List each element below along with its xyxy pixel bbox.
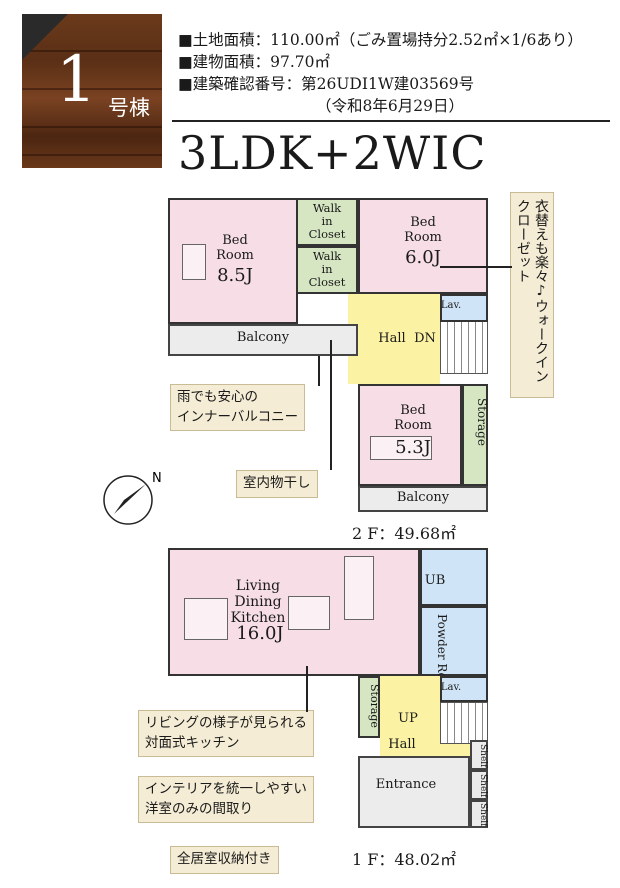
bedroom-6-0 bbox=[358, 198, 488, 294]
inner-balcony-callout: 雨でも安心の インナーバルコニー bbox=[170, 384, 306, 432]
bedroom-5-3 bbox=[358, 384, 462, 486]
powder-room bbox=[420, 606, 488, 676]
balcony-inner-label: Balcony bbox=[236, 330, 290, 345]
entrance bbox=[358, 756, 470, 828]
land-area: ■土地面積：110.00㎡（ごみ置場持分2.52㎡×1/6あり） bbox=[178, 31, 583, 49]
lavatory-2f-label: Lav. bbox=[440, 300, 462, 311]
storage-2f bbox=[462, 384, 488, 486]
bedroom-6-0-size: 6.0J bbox=[405, 247, 441, 268]
sofa bbox=[184, 598, 228, 640]
balcony-south-label: Balcony bbox=[396, 490, 450, 505]
shelf-2-label: Shelf bbox=[478, 774, 488, 798]
shelf-1-label: Shelf bbox=[478, 744, 488, 768]
interior-callout: インテリアを統一しやすい 洋室のみの間取り bbox=[138, 776, 314, 824]
compass: N bbox=[103, 471, 162, 525]
divider bbox=[172, 120, 610, 122]
wardrobe-leader bbox=[440, 266, 512, 268]
ldk-label: Living Dining Kitchen bbox=[230, 578, 286, 627]
storage-2f-label: Storage bbox=[475, 398, 489, 446]
indoor-drying-leader bbox=[330, 340, 332, 470]
inner-balcony-leader bbox=[318, 356, 320, 386]
lavatory-1f-label: Lav. bbox=[440, 682, 462, 693]
hall-1f-label: Hall bbox=[388, 737, 416, 752]
hall-2f bbox=[348, 294, 440, 384]
bed-furniture-2 bbox=[370, 436, 432, 460]
building-unit: 号棟 bbox=[108, 96, 150, 120]
dining-table bbox=[288, 596, 330, 630]
storage-1f bbox=[358, 676, 380, 738]
badge-corner bbox=[22, 14, 68, 60]
walk-in-closet-1 bbox=[296, 198, 358, 246]
balcony-south bbox=[358, 486, 488, 512]
floor-1-caption: 1 F：48.02㎡ bbox=[352, 850, 457, 869]
entrance-label: Entrance bbox=[375, 777, 437, 792]
balcony-inner bbox=[168, 324, 358, 356]
stairs-down-label: DN bbox=[414, 331, 436, 346]
building-number: 1 bbox=[56, 43, 97, 117]
shelf-1 bbox=[470, 740, 488, 770]
storage-1f-label: Storage bbox=[368, 684, 381, 728]
shelf-2 bbox=[470, 770, 488, 800]
walk-in-closet-2 bbox=[296, 246, 358, 294]
kitchen-counter bbox=[344, 556, 374, 620]
shelf-3-label: Shelf bbox=[478, 803, 488, 827]
building-area: ■建物面積：97.70㎡ bbox=[178, 53, 331, 71]
lavatory-2f bbox=[440, 294, 488, 322]
walk-in-closet-1-label: Walk in Closet bbox=[308, 201, 346, 242]
layout-title: 3LDK+2WIC bbox=[178, 126, 487, 180]
bedroom-8-5-size: 8.5J bbox=[217, 265, 253, 286]
bedroom-8-5-label: Bed Room bbox=[216, 233, 254, 263]
stairs-2f bbox=[440, 320, 488, 374]
storage-callout: 全居室収納付き bbox=[170, 846, 279, 874]
ldk-size: 16.0J bbox=[236, 623, 284, 644]
stairs-up-label: UP bbox=[398, 711, 418, 726]
permit-date: （令和8年6月29日） bbox=[316, 97, 464, 115]
kitchen-leader bbox=[306, 666, 308, 712]
unit-bath bbox=[420, 548, 488, 606]
bedroom-6-0-label: Bed Room bbox=[404, 215, 442, 245]
wardrobe-callout: 衣替えも楽々♪ウォークインクローゼット bbox=[510, 192, 554, 398]
stairs-1f bbox=[440, 702, 488, 744]
compass-north-label: N bbox=[152, 471, 162, 486]
permit-number: ■建築確認番号：第26UDI1W建03569号 bbox=[178, 75, 475, 93]
unit-bath-label: UB bbox=[424, 573, 446, 588]
walk-in-closet-2-label: Walk in Closet bbox=[308, 249, 346, 290]
compass-ring bbox=[103, 475, 153, 525]
indoor-drying-callout: 室内物干し bbox=[236, 470, 318, 498]
shelf-3 bbox=[470, 800, 488, 828]
bedroom-5-3-size: 5.3J bbox=[395, 437, 431, 458]
hall-2f-label: Hall bbox=[378, 331, 406, 346]
kitchen-callout: リビングの様子が見られる 対面式キッチン bbox=[138, 710, 314, 758]
compass-needle bbox=[114, 484, 146, 514]
building-number-badge: 1 号棟 bbox=[22, 14, 162, 168]
floor-2-caption: 2 F：49.68㎡ bbox=[352, 524, 457, 543]
bedroom-5-3-label: Bed Room bbox=[394, 403, 432, 433]
bed-furniture bbox=[182, 244, 206, 280]
lavatory-1f bbox=[440, 676, 488, 702]
